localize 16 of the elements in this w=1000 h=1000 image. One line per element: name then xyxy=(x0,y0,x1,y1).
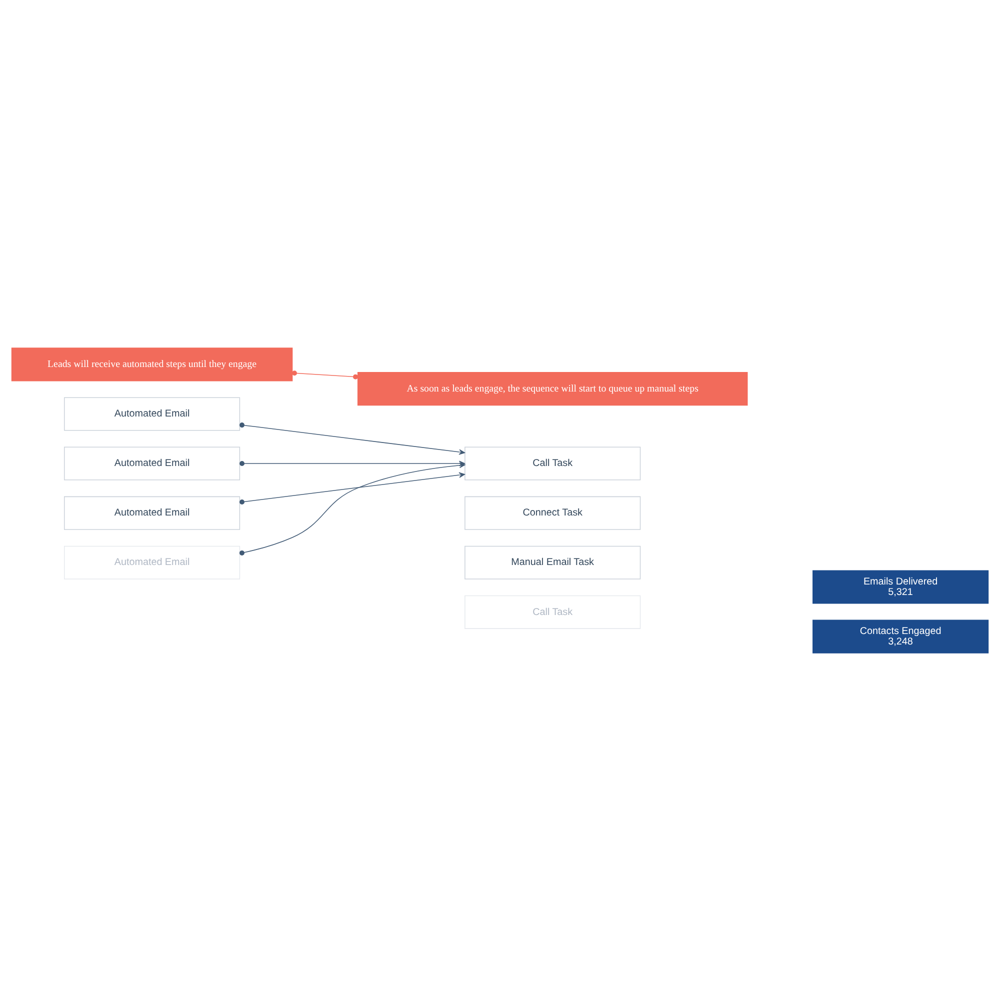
node-box: Automated Email xyxy=(64,446,240,480)
arrow xyxy=(239,462,466,555)
node-box: Leads will receive automated steps until they engage xyxy=(11,347,293,381)
arrow xyxy=(239,472,465,504)
node-box: Contacts Engaged 3,248 xyxy=(812,619,989,653)
node-box: Automated Email xyxy=(64,545,240,579)
node-box: Emails Delivered 5,321 xyxy=(812,570,989,604)
node-box: Automated Email xyxy=(64,496,240,530)
node-box: Connect Task xyxy=(464,496,641,530)
node-box: Automated Email xyxy=(64,396,240,430)
node-box: Call Task xyxy=(464,446,641,480)
node-box: Manual Email Task xyxy=(464,545,641,579)
arrow xyxy=(239,422,465,454)
node-box: As soon as leads engage, the sequence will start to queue up manual steps xyxy=(357,372,748,406)
connector xyxy=(292,370,358,379)
node-box: Call Task xyxy=(464,594,641,628)
